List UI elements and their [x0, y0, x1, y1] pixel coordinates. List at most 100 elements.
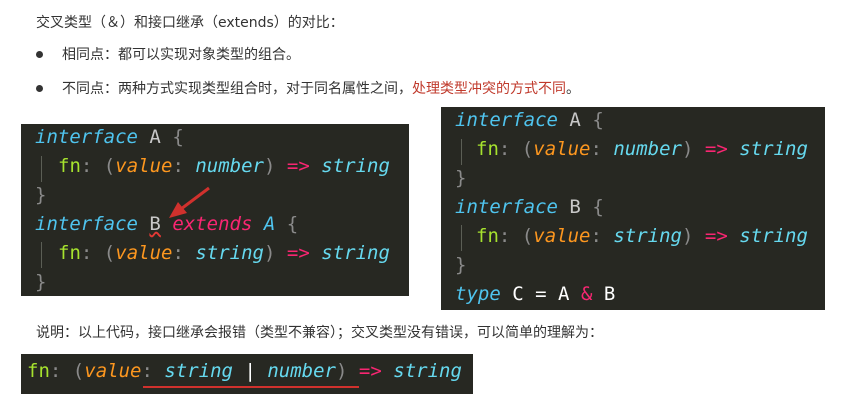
bullet-dot	[36, 85, 43, 92]
code-line: interface B {	[455, 196, 604, 218]
punctuation: (	[521, 138, 534, 160]
type-name: string	[164, 360, 233, 382]
punctuation: )	[336, 360, 348, 382]
function-name: fn	[58, 242, 81, 264]
punctuation: :	[172, 242, 184, 264]
code-block-summary: fn: (value: string | number) => string	[21, 354, 473, 394]
punctuation: :	[80, 155, 93, 177]
identifier: B	[569, 196, 581, 218]
type-name: number	[267, 360, 336, 382]
bullet-diff-highlight: 处理类型冲突的方式不同	[412, 81, 566, 97]
identifier-error: B	[149, 213, 161, 235]
type-name: string	[321, 242, 390, 264]
code-line: }	[35, 271, 46, 293]
red-arrow-annotation	[169, 186, 210, 218]
function-name: fn	[476, 225, 499, 247]
indent-guide	[41, 242, 42, 268]
param-name: value	[533, 225, 591, 247]
identifier: A	[263, 213, 276, 235]
arrow-token: =>	[286, 242, 310, 264]
identifier: C	[512, 283, 524, 305]
indent-guide	[41, 156, 42, 182]
bullet-diff-end: 。	[566, 81, 580, 97]
code-line: interface A {	[455, 109, 604, 131]
param-name: value	[533, 138, 591, 160]
identifier: A	[149, 126, 161, 148]
extends-keyword: extends	[172, 213, 253, 235]
operator: =	[535, 283, 547, 305]
punctuation: (	[72, 360, 85, 382]
code-line: interface A {	[35, 126, 184, 148]
heading: 交叉类型（＆）和接口继承（extends）的对比：	[36, 15, 344, 31]
note: 说明：以上代码，接口继承会报错（类型不兼容）；交叉类型没有错误，可以简单的理解为…	[36, 325, 603, 341]
punctuation: :	[590, 138, 602, 160]
brace: {	[592, 196, 604, 218]
brace: }	[35, 271, 47, 293]
arrow-token: =>	[286, 155, 310, 177]
identifier: A	[569, 109, 581, 131]
code-line: fn: (value: string | number) => string	[27, 360, 462, 382]
punctuation: (	[521, 225, 534, 247]
code-line: }	[35, 184, 46, 206]
code-line: fn: (value: number) => string	[476, 138, 808, 160]
punctuation: :	[49, 360, 62, 382]
code-block-intersection: interface A { fn: (value: number) => str…	[441, 107, 825, 310]
keyword: interface	[455, 196, 558, 218]
keyword: interface	[35, 126, 138, 148]
param-name: value	[115, 242, 173, 264]
brace: }	[35, 184, 47, 206]
punctuation: )	[264, 242, 276, 264]
code-line: interface B extends A {	[35, 213, 298, 235]
function-name: fn	[27, 360, 50, 382]
punctuation: (	[103, 155, 116, 177]
function-name: fn	[58, 155, 81, 177]
indent-guide	[461, 225, 462, 251]
brace: {	[172, 126, 184, 148]
code-line: fn: (value: number) => string	[58, 155, 390, 177]
punctuation: (	[103, 242, 116, 264]
union-bar: |	[244, 360, 256, 382]
function-name: fn	[476, 138, 499, 160]
keyword: interface	[35, 213, 138, 235]
code-line: }	[455, 167, 466, 189]
brace: }	[455, 254, 467, 276]
punctuation: :	[172, 155, 184, 177]
type-name: string	[613, 225, 682, 247]
type-name: string	[321, 155, 390, 177]
type-name: number	[613, 138, 682, 160]
brace: }	[455, 167, 467, 189]
punctuation: :	[80, 242, 93, 264]
bullet-same: 相同点：都可以实现对象类型的组合。	[62, 47, 300, 63]
bullet-dot	[36, 51, 43, 58]
keyword: type	[455, 283, 501, 305]
operator: &	[580, 283, 593, 305]
code-line: fn: (value: string) => string	[58, 242, 390, 264]
arrow-token: =>	[704, 138, 728, 160]
code-line: fn: (value: string) => string	[476, 225, 808, 247]
punctuation: :	[498, 138, 511, 160]
punctuation: )	[264, 155, 276, 177]
param-name: value	[115, 155, 173, 177]
punctuation: )	[682, 225, 694, 247]
punctuation: :	[498, 225, 511, 247]
keyword: interface	[455, 109, 558, 131]
arrow-token: =>	[358, 360, 382, 382]
type-name: string	[195, 242, 264, 264]
type-name: string	[393, 360, 462, 382]
code-line: type C = A & B	[455, 283, 615, 305]
indent-guide	[461, 139, 462, 165]
type-name: number	[195, 155, 264, 177]
arrow-token: =>	[704, 225, 728, 247]
brace: {	[592, 109, 604, 131]
identifier: B	[603, 283, 616, 305]
code-block-extends: interface A { fn: (value: number) => str…	[21, 124, 409, 296]
red-underline-annotation	[143, 386, 359, 388]
param-name: value	[84, 360, 142, 382]
punctuation: :	[590, 225, 602, 247]
type-name: string	[739, 138, 808, 160]
identifier: A	[558, 283, 570, 305]
brace: {	[286, 213, 299, 235]
bullet-diff-text: 不同点：两种方式实现类型组合时，对于同名属性之间，	[62, 81, 412, 97]
bullet-diff: 不同点：两种方式实现类型组合时，对于同名属性之间，处理类型冲突的方式不同。	[62, 78, 580, 98]
code-line: }	[455, 254, 466, 276]
